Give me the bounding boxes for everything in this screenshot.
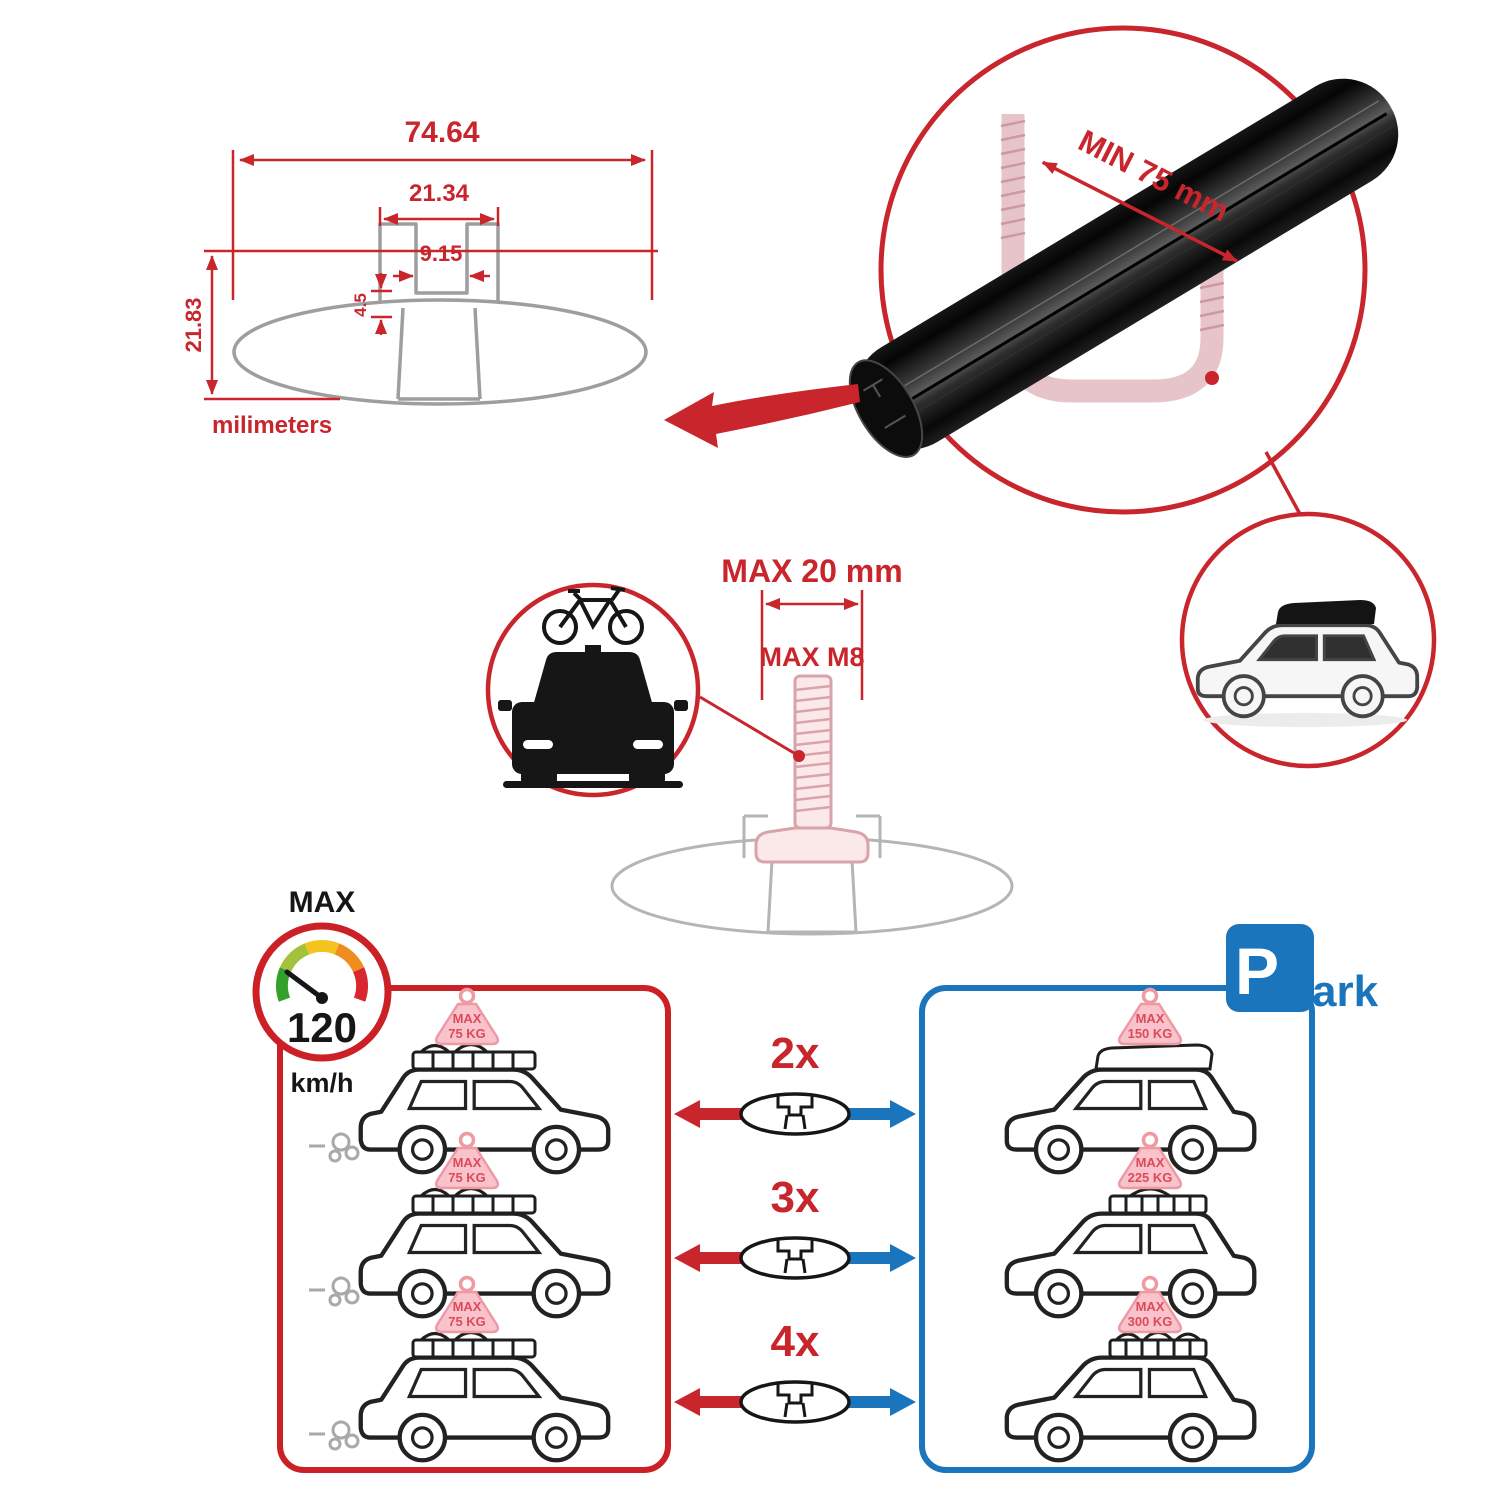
exhaust-swirl-icon — [309, 1132, 360, 1163]
leader-dot — [793, 750, 805, 762]
suv-with-roofbox — [1195, 600, 1420, 719]
crossbar-profile-icon — [739, 1092, 851, 1136]
roof-basket-icon — [411, 1187, 537, 1215]
bar-count-row-2: 3x — [674, 1173, 916, 1280]
park-sign-suffix: ark — [1312, 967, 1379, 1016]
dim-total-height: 21.83 — [181, 297, 206, 352]
blue-arrow-right — [844, 1244, 916, 1272]
bar-count-label: 4x — [771, 1317, 820, 1366]
load-tag-max: MAX — [453, 1299, 482, 1314]
park-sign-letter: P — [1235, 934, 1279, 1008]
gauge-arc — [275, 939, 369, 1002]
bike-car-circle — [485, 582, 701, 798]
bar-count-row-1: 2x — [674, 1029, 916, 1136]
gauge-pivot — [316, 992, 328, 1004]
gauge-speed-value: 120 — [287, 1004, 357, 1051]
load-tag: MAX 225 KG — [1117, 1131, 1183, 1190]
load-tag-weight: 75 KG — [448, 1314, 486, 1329]
dim-total-width: 74.64 — [404, 116, 479, 149]
roof-basket-icon — [411, 1331, 537, 1359]
load-tag-max: MAX — [1136, 1011, 1165, 1026]
park-sign-square — [1226, 924, 1314, 1012]
bolt-diagram: MAX 20 mm MAX M8 — [610, 553, 1014, 936]
max-width-label: MAX 20 mm — [721, 553, 902, 589]
roof-basket-icon — [1108, 1187, 1208, 1215]
dimension-lines — [204, 150, 658, 401]
crossbar-profile-icon — [739, 1236, 851, 1280]
load-tag-max: MAX — [453, 1011, 482, 1026]
roofbox-car-circle — [1179, 511, 1437, 769]
crossbar-profile-icon — [739, 1380, 851, 1424]
parking-panel: MAX 150 KG MAX 225 KG — [919, 924, 1379, 1473]
bar-count-label: 3x — [771, 1173, 820, 1222]
load-tag: MAX 75 KG — [434, 987, 500, 1046]
red-arrow-left — [674, 1244, 746, 1272]
pointer-arrow — [664, 384, 860, 448]
exhaust-swirl-icon — [309, 1420, 360, 1451]
load-tag-weight: 225 KG — [1128, 1170, 1173, 1185]
red-arrow-left — [674, 1100, 746, 1128]
roof-basket-icon — [1108, 1331, 1208, 1359]
leader-line — [699, 695, 800, 758]
load-tag-max: MAX — [453, 1155, 482, 1170]
speed-gauge: MAX 120 km/h — [252, 886, 392, 1098]
parked-car-2: MAX 225 KG — [1007, 1131, 1254, 1317]
detail-dot — [1205, 371, 1219, 385]
parked-car-1: MAX 150 KG — [1007, 987, 1254, 1173]
load-tag: MAX 300 KG — [1117, 1275, 1183, 1334]
bar-count-label: 2x — [771, 1029, 820, 1078]
driving-car-1: MAX 75 KG — [309, 987, 608, 1173]
driving-car-3: MAX 75 KG — [309, 1275, 608, 1461]
gauge-speed-unit: km/h — [290, 1068, 353, 1098]
bike-icon — [542, 586, 644, 652]
load-tag-weight: 150 KG — [1128, 1026, 1173, 1041]
load-tag: MAX 150 KG — [1117, 987, 1183, 1046]
load-tag-max: MAX — [1136, 1299, 1165, 1314]
max-thread-label: MAX M8 — [759, 642, 864, 672]
load-tag-weight: 300 KG — [1128, 1314, 1173, 1329]
roof-box-icon — [1094, 1043, 1214, 1071]
parked-car-3: MAX 300 KG — [1007, 1275, 1254, 1461]
bar-closeup: MIN 75 mm — [664, 25, 1399, 517]
crossbar-3d — [848, 78, 1399, 458]
crossbar-end-cap — [848, 359, 924, 458]
connector-line — [1264, 451, 1303, 517]
car-front-icon — [498, 652, 688, 788]
roof-basket-icon — [411, 1043, 537, 1071]
bar-count-row-3: 4x — [674, 1317, 916, 1424]
load-tag-weight: 75 KG — [448, 1170, 486, 1185]
load-tag-weight: 75 KG — [448, 1026, 486, 1041]
blue-arrow-right — [844, 1388, 916, 1416]
bolt-dimension: MAX 20 mm MAX M8 — [721, 553, 903, 700]
dimension-diagram: 74.64 21.34 9.15 4.5 21.83 milimeters — [181, 116, 658, 439]
t-bolt-icon — [754, 674, 870, 864]
load-tag: MAX 75 KG — [434, 1131, 500, 1190]
gauge-max-label: MAX — [289, 886, 356, 919]
red-arrow-left — [674, 1388, 746, 1416]
roof-box-icon — [1276, 600, 1376, 624]
exhaust-swirl-icon — [309, 1276, 360, 1307]
profile-foot — [396, 307, 482, 401]
driving-panel: MAX 75 KG MAX 75 KG — [277, 985, 671, 1473]
blue-arrow-right — [844, 1100, 916, 1128]
driving-car-2: MAX 75 KG — [309, 1131, 608, 1317]
load-tag-max: MAX — [1136, 1155, 1165, 1170]
units-label: milimeters — [212, 412, 332, 439]
bar-count-column: 2x 3x 4x — [674, 1029, 916, 1424]
gauge-needle — [284, 969, 325, 1001]
dim-slot-width: 9.15 — [420, 241, 463, 266]
dim-slot-depth: 4.5 — [351, 293, 370, 317]
profile-ellipse — [232, 298, 648, 406]
dim-channel-width: 21.34 — [409, 180, 470, 207]
load-tag: MAX 75 KG — [434, 1275, 500, 1334]
park-sign: P ark — [1226, 924, 1379, 1016]
